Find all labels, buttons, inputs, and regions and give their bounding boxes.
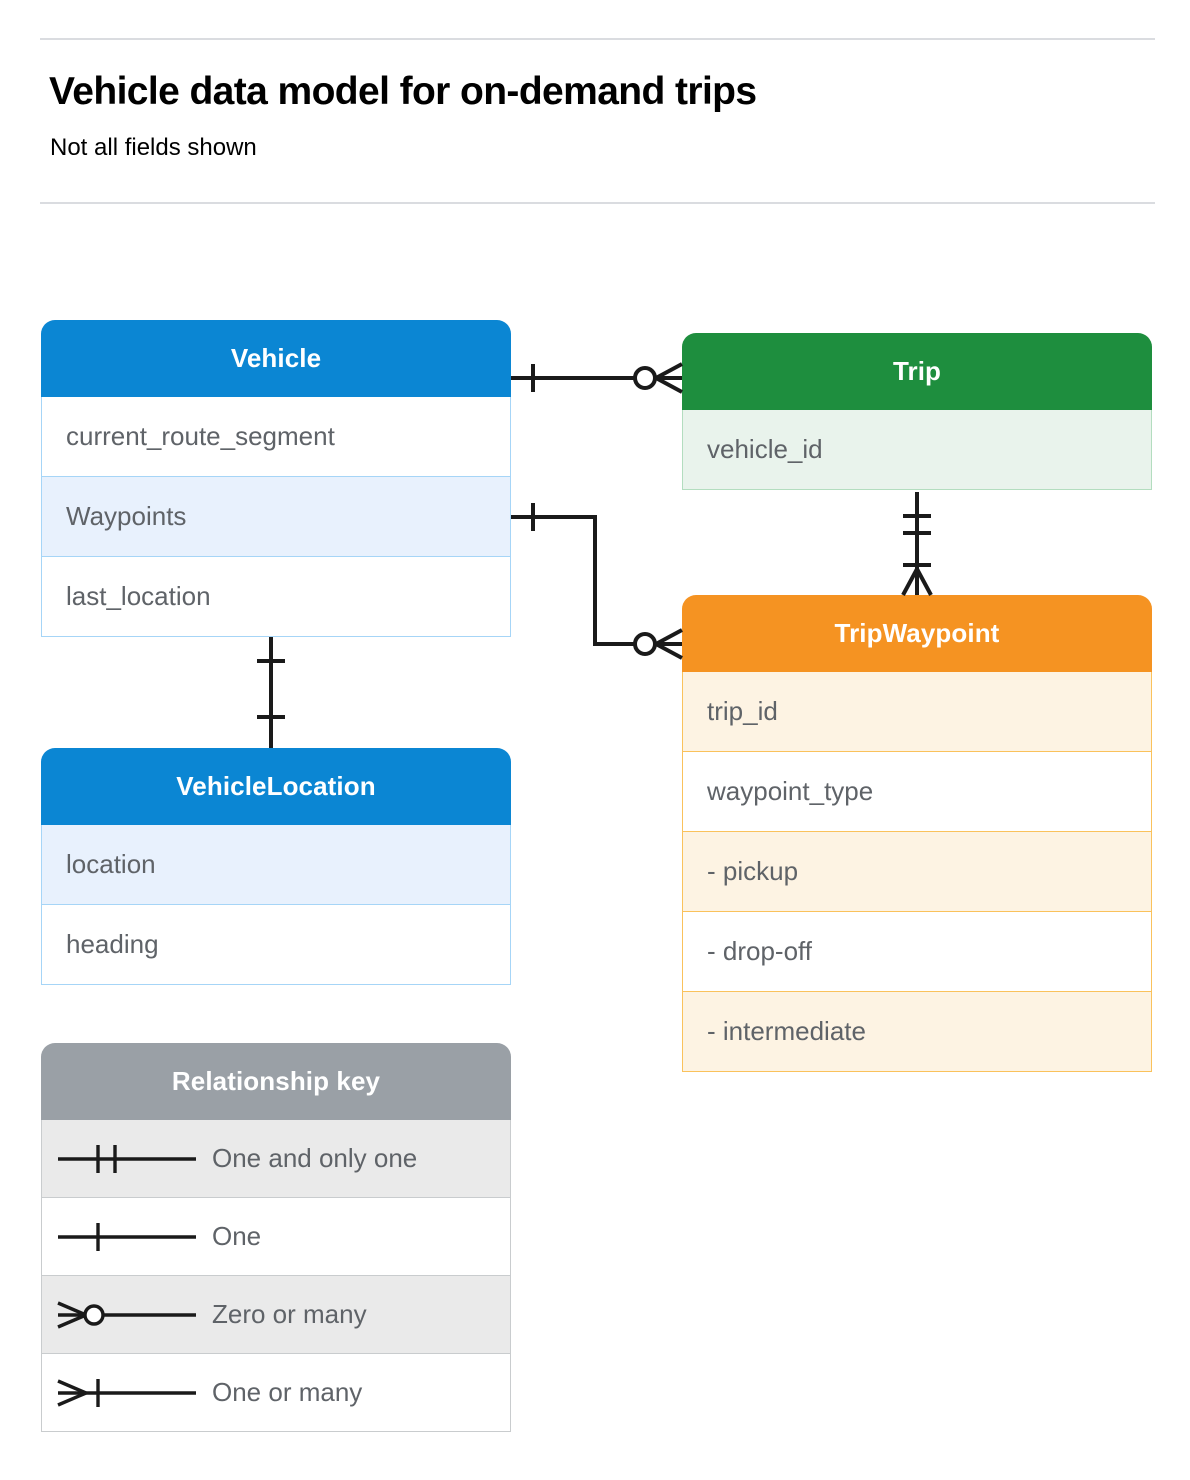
connector-vehicle-vehiclelocation	[257, 637, 285, 748]
connector-trip-tripwaypoint	[901, 492, 933, 596]
page-subtitle: Not all fields shown	[50, 134, 257, 161]
field-vehicle-id[interactable]: vehicle_id	[682, 410, 1152, 490]
legend-row-zero-or-many: Zero or many	[41, 1276, 511, 1354]
legend-label-one: One	[212, 1221, 262, 1251]
field-waypoint-type[interactable]: waypoint_type	[682, 752, 1152, 832]
entity-vehicle-title: Vehicle	[41, 320, 511, 397]
legend-label-zero-or-many: Zero or many	[212, 1299, 367, 1329]
relationship-key-legend: Relationship key One and only one One	[41, 1043, 511, 1432]
field-waypoints[interactable]: Waypoints	[41, 477, 511, 557]
legend-row-one: One	[41, 1198, 511, 1276]
page-title: Vehicle data model for on-demand trips	[49, 70, 757, 113]
entity-tripwaypoint-title: TripWaypoint	[682, 595, 1152, 672]
relationship-key-title: Relationship key	[41, 1043, 511, 1120]
entity-vehiclelocation[interactable]: VehicleLocation location heading	[41, 748, 511, 985]
legend-row-one-and-only-one: One and only one	[41, 1120, 511, 1198]
legend-row-one-or-many: One or many	[41, 1354, 511, 1432]
connector-waypoints-tripwaypoint	[511, 503, 683, 660]
legend-label-one-and-only-one: One and only one	[212, 1143, 418, 1173]
one-icon	[42, 1217, 212, 1257]
field-current-route-segment[interactable]: current_route_segment	[41, 397, 511, 477]
header-divider-bottom	[40, 202, 1155, 204]
field-heading[interactable]: heading	[41, 905, 511, 985]
entity-tripwaypoint[interactable]: TripWaypoint trip_id waypoint_type - pic…	[682, 595, 1152, 1072]
enum-value-intermediate[interactable]: - intermediate	[682, 992, 1152, 1072]
entity-vehicle[interactable]: Vehicle current_route_segment Waypoints …	[41, 320, 511, 637]
one-or-many-icon	[42, 1373, 212, 1413]
enum-value-pickup[interactable]: - pickup	[682, 832, 1152, 912]
one-and-only-one-icon	[42, 1139, 212, 1179]
entity-trip-title: Trip	[682, 333, 1152, 410]
field-last-location[interactable]: last_location	[41, 557, 511, 637]
field-trip-id[interactable]: trip_id	[682, 672, 1152, 752]
header-divider-top	[40, 38, 1155, 40]
connector-vehicle-trip	[511, 362, 683, 394]
entity-vehiclelocation-title: VehicleLocation	[41, 748, 511, 825]
zero-or-many-icon	[42, 1295, 212, 1335]
legend-label-one-or-many: One or many	[212, 1377, 363, 1407]
enum-value-drop-off[interactable]: - drop-off	[682, 912, 1152, 992]
field-location[interactable]: location	[41, 825, 511, 905]
entity-trip[interactable]: Trip vehicle_id	[682, 333, 1152, 490]
